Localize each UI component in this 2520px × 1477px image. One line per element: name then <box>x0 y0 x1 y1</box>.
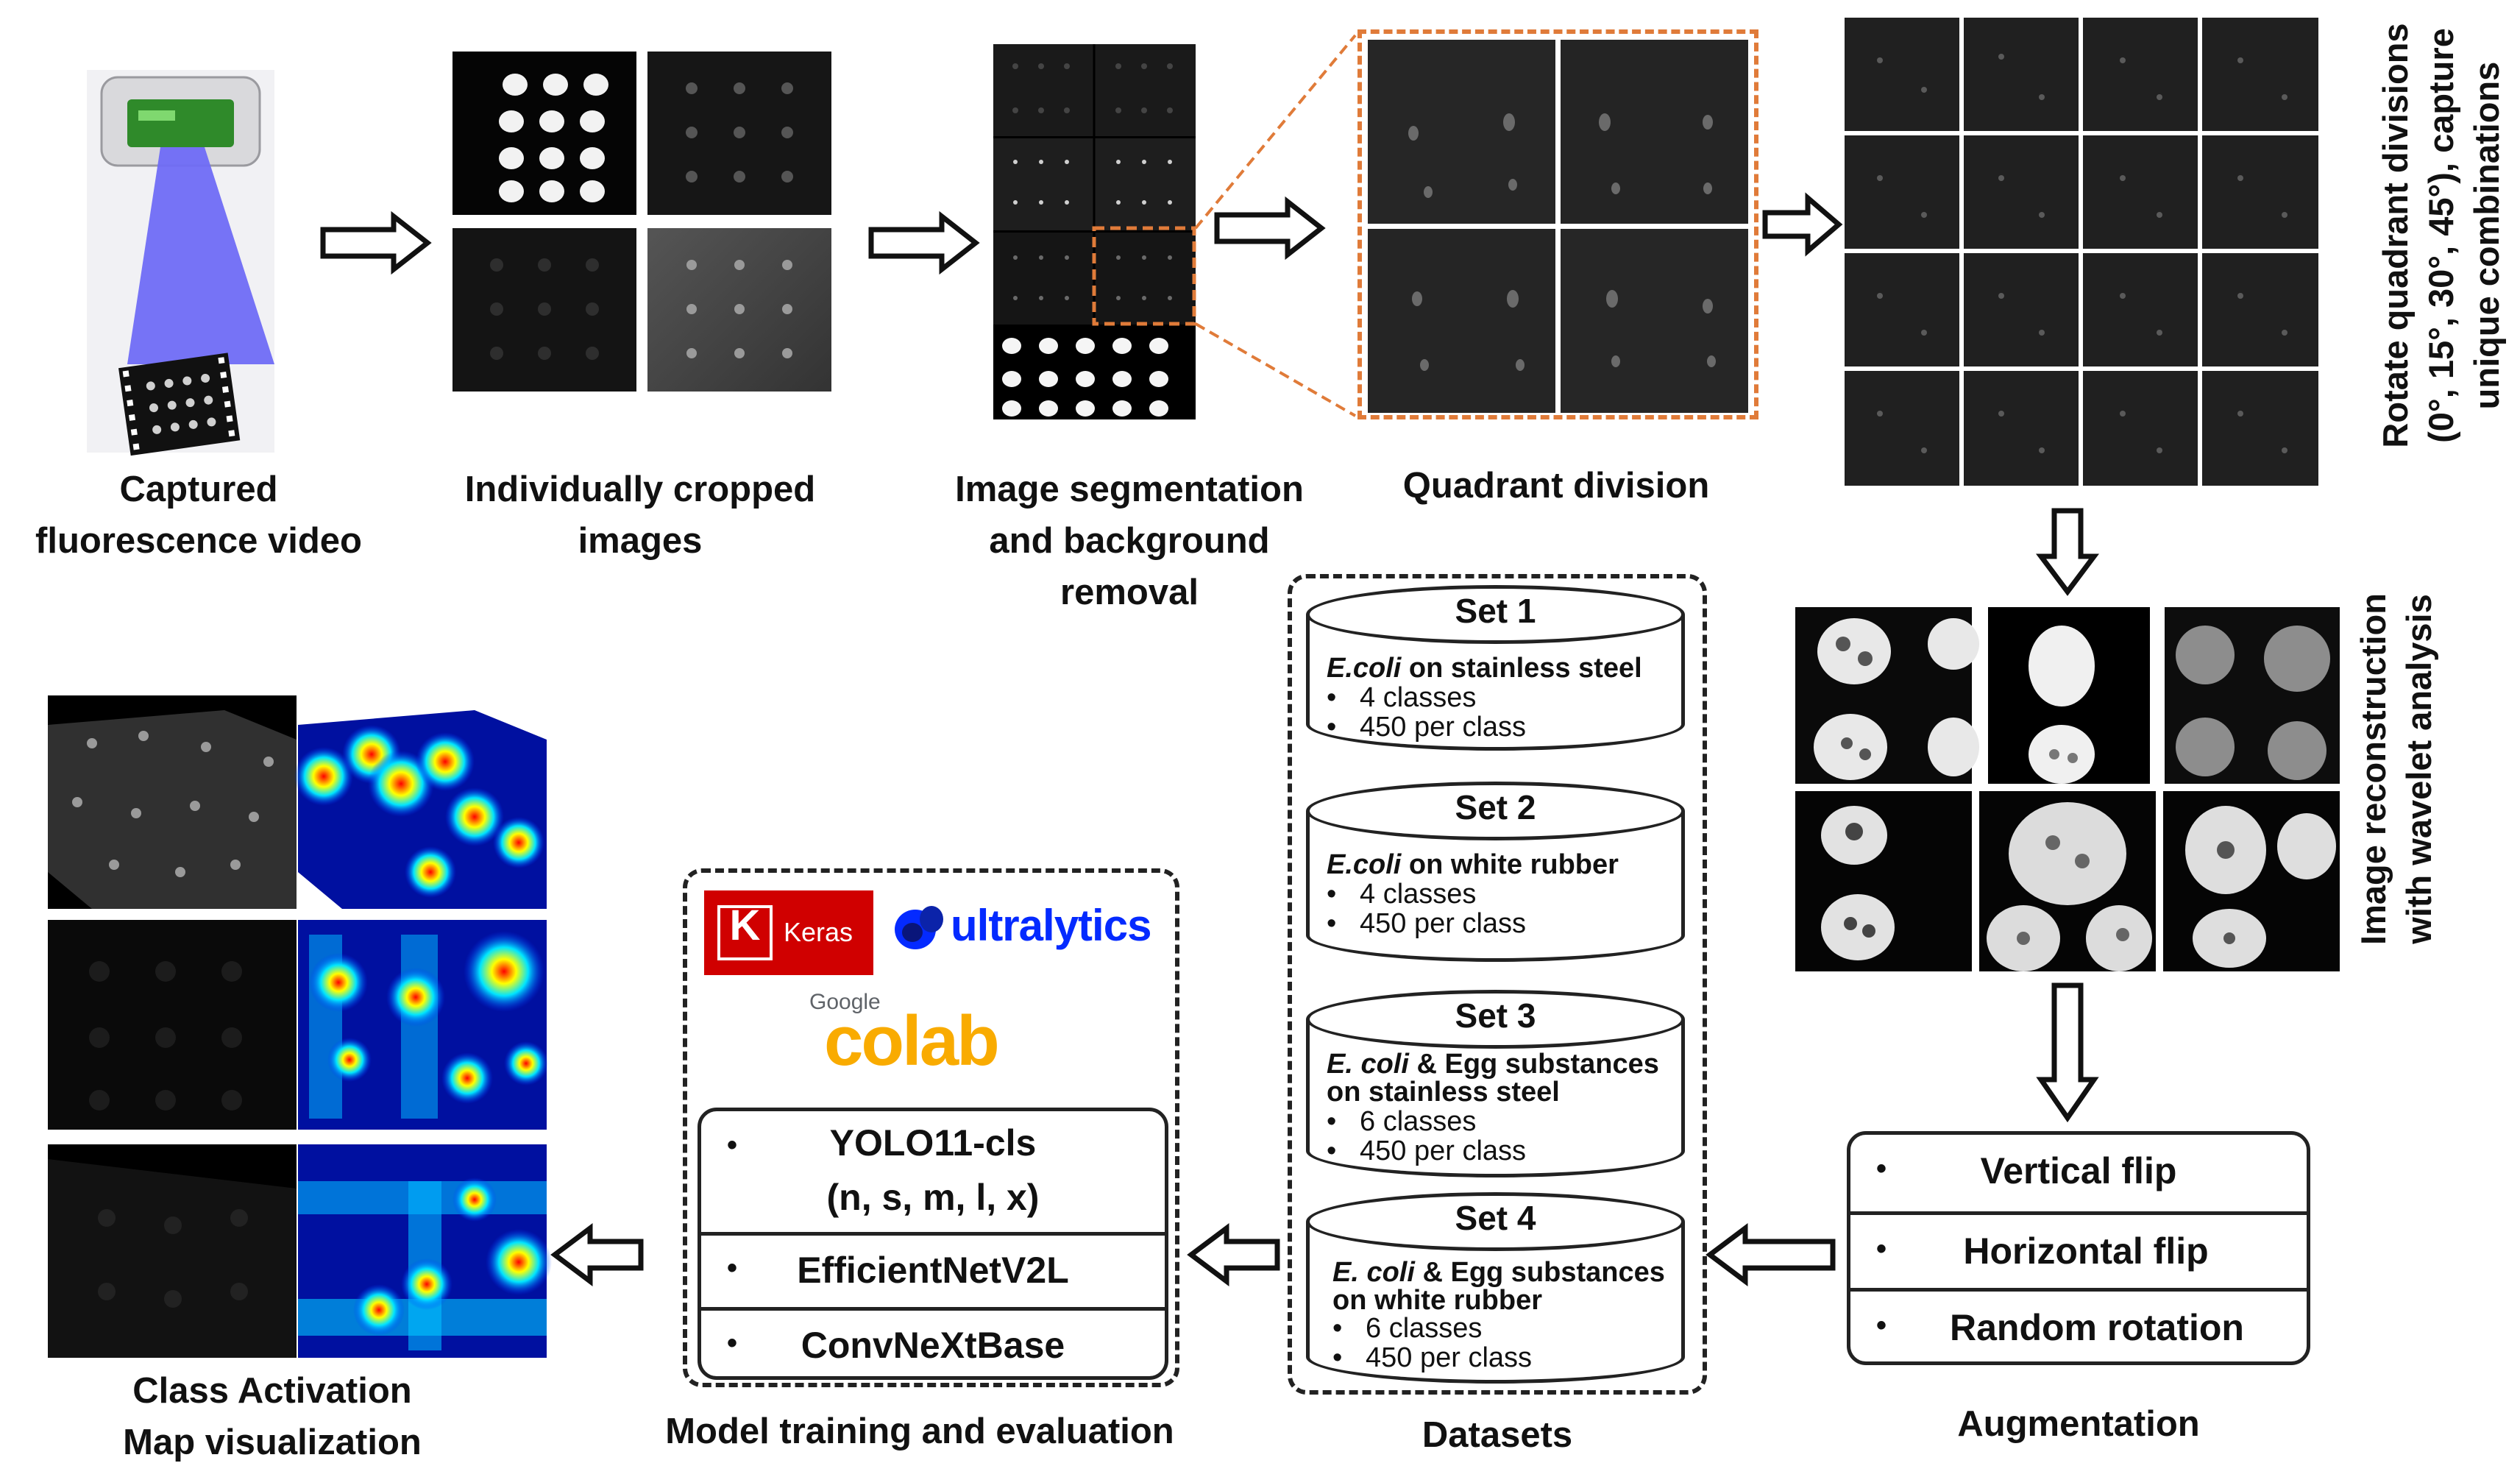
step-quadrant-caption: Quadrant division <box>1402 466 1710 506</box>
model-item-yolo11-cls: • YOLO11-cls (n, s, m, l, x) <box>727 1122 1040 1218</box>
quadrant-division-panel <box>1357 29 1758 419</box>
dataset-set-3: Set 3 E. coli & Egg substances on stainl… <box>1306 990 1685 1177</box>
augmentation-item-vertical-flip: • Vertical flip <box>1876 1150 2177 1191</box>
cam-original-2 <box>48 920 297 1130</box>
cam-original-3 <box>48 1144 297 1358</box>
cam-heatmap-3 <box>298 1144 552 1358</box>
step-rotate-caption: Rotate quadrant divisions (0°, 15°, 30°,… <box>2376 23 2506 448</box>
dataset-set-1: Set 1 E.coli on stainless steel • 4 clas… <box>1306 585 1685 751</box>
cropped-image-3 <box>452 228 636 392</box>
cropped-image-1 <box>452 52 636 215</box>
dataset-set-4: Set 4 E. coli & Egg substances on white … <box>1306 1192 1685 1384</box>
model-item-convnextbase: • ConvNeXtBase <box>701 1307 1165 1384</box>
quadrant-4 <box>1561 229 1748 413</box>
augmentation-list: • Vertical flip • Horizontal flip • Rand… <box>1847 1131 2310 1365</box>
augmentation-item-random-rotation: • Random rotation <box>1850 1288 2307 1369</box>
flow-arrow-right-icon <box>1762 192 1843 257</box>
augmentation-item-horizontal-flip: • Horizontal flip <box>1850 1211 2307 1289</box>
wavelet-reconstruction-grid <box>1795 607 2340 971</box>
step-cam-caption: Class Activation Map visualization <box>123 1371 422 1462</box>
zoom-connector-lines <box>1194 34 1357 417</box>
step-segmentation-caption: Image segmentation and background remova… <box>955 470 1304 612</box>
cropped-image-2 <box>647 52 831 215</box>
ultralytics-mark-icon <box>895 906 943 949</box>
ultralytics-logo: ultralytics <box>890 894 1177 960</box>
quadrant-3 <box>1368 229 1555 413</box>
fluorescence-device-illustration <box>87 70 274 456</box>
flow-arrow-left-icon <box>1706 1223 1836 1286</box>
model-list: • YOLO11-cls (n, s, m, l, x) • Efficient… <box>698 1108 1168 1380</box>
step-augmentation-caption: Augmentation <box>1957 1404 2200 1444</box>
dataset-set-2: Set 2 E.coli on white rubber • 4 classes… <box>1306 782 1685 962</box>
keras-k-box <box>717 905 773 960</box>
device-drawing <box>100 76 274 456</box>
google-colab-logo: Google colab <box>809 990 1000 1080</box>
flow-arrow-right-icon <box>320 210 432 275</box>
cam-heatmap-1 <box>294 695 547 909</box>
flow-arrow-left-icon <box>1187 1223 1280 1286</box>
step-cropped-caption: Individually cropped images <box>464 470 816 561</box>
flow-arrow-down-icon <box>2036 982 2099 1123</box>
cam-visualization-grid <box>48 695 552 1361</box>
model-training-container <box>683 868 1179 1387</box>
flow-arrow-left-icon <box>550 1223 644 1286</box>
quadrant-2 <box>1561 40 1748 224</box>
model-item-efficientnetv2l: • EfficientNetV2L <box>701 1232 1165 1308</box>
step-training-caption: Model training and evaluation <box>665 1412 1174 1451</box>
flow-arrow-right-icon <box>1214 196 1326 261</box>
cropped-image-4 <box>647 228 831 392</box>
step-captured-caption: Captured fluorescence video <box>35 470 362 561</box>
step-datasets-caption: Datasets <box>1422 1415 1573 1455</box>
cam-heatmap-2 <box>298 920 548 1130</box>
flow-arrow-down-icon <box>2036 508 2099 596</box>
segmentation-image-stack <box>993 44 1196 419</box>
step-wavelet-caption: Image reconstruction with wavelet analys… <box>2354 593 2438 945</box>
rotated-quadrant-grid <box>1843 16 2321 487</box>
quadrant-1 <box>1368 40 1555 224</box>
cam-original-1 <box>48 695 297 909</box>
keras-logo: K Keras <box>704 890 873 975</box>
datasets-container <box>1288 574 1707 1395</box>
flow-arrow-right-icon <box>868 210 980 275</box>
